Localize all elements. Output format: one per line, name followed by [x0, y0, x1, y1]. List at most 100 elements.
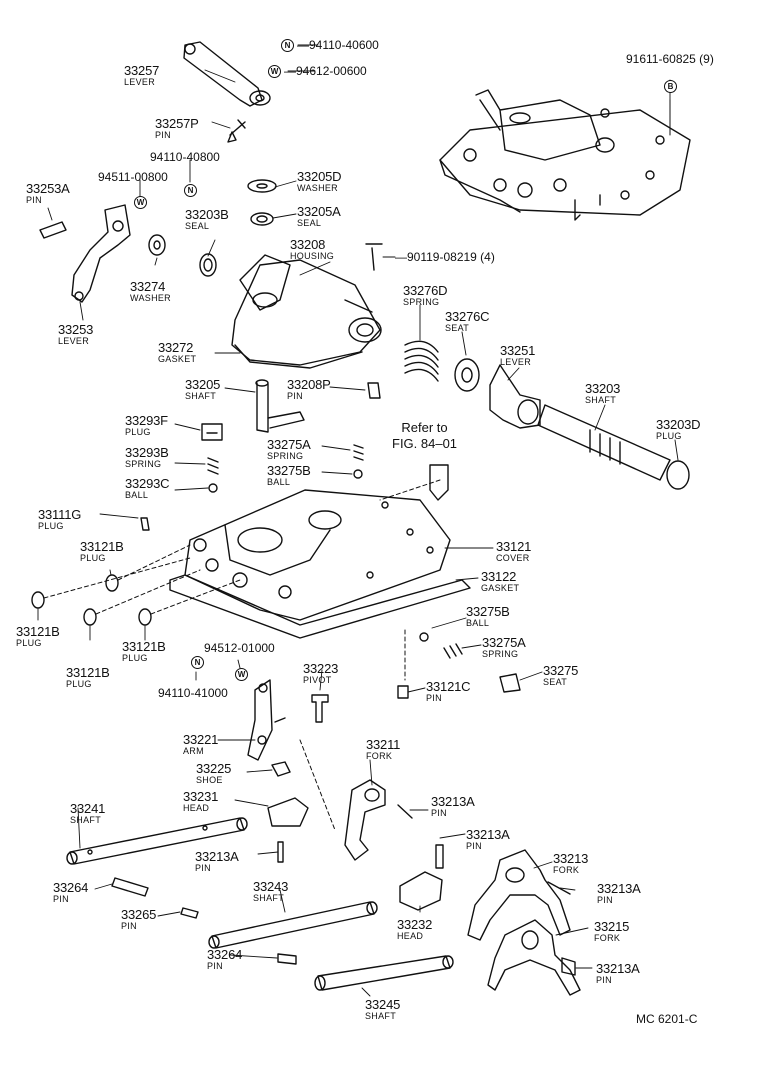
ball-33293c-shape	[208, 483, 218, 493]
n-mark-icon-2: N	[184, 184, 197, 197]
shaft-33245-shape	[314, 955, 454, 991]
seal-33203b-shape	[199, 253, 217, 277]
plug-33293f-shape	[201, 423, 223, 441]
plug-33121b-d-shape	[138, 608, 152, 626]
label-94512-01000: 94512-01000	[204, 641, 275, 655]
drawing-code: MC 6201-C	[636, 1012, 698, 1026]
ball-33275b-upper-shape	[353, 469, 363, 479]
b-mark-icon: B	[664, 80, 677, 93]
label-90119-08219: —90119-08219 (4)	[395, 250, 495, 264]
pin-33213a-left-shape	[277, 841, 284, 863]
spring-33275a-lower-shape	[443, 643, 463, 659]
label-91611-60825: 91611-60825 (9)	[626, 52, 714, 66]
plug-33121b-a-shape	[105, 574, 119, 592]
n-mark-icon-3: N	[191, 656, 204, 669]
spring-33275a-upper-shape	[353, 444, 364, 461]
shaft-33241-shape	[66, 817, 248, 865]
washer-33205d-shape	[247, 179, 277, 193]
label-94110-41000: 94110-41000	[158, 686, 228, 700]
spring-33276d-shape	[404, 340, 439, 382]
lever-33257-shape	[183, 41, 271, 143]
head-33231-shape	[267, 797, 309, 827]
pivot-33223-shape	[311, 694, 329, 723]
lever-33251-shape	[489, 364, 541, 429]
fork-33213-shape	[467, 849, 571, 941]
assembled-cover-illustration	[439, 89, 691, 221]
fork-33215-shape	[487, 919, 581, 996]
housing-33208-shape	[231, 243, 383, 369]
label-94110-40800: 94110-40800	[150, 150, 220, 164]
gasket-33122-shape	[169, 574, 471, 639]
pin-33265-shape	[180, 907, 199, 919]
w-mark-icon: W	[268, 65, 281, 78]
ball-33275b-lower-shape	[419, 632, 429, 642]
shaft-33205-shape	[255, 379, 381, 433]
pin-33264-lower-shape	[277, 953, 297, 965]
ref-part-shape	[429, 464, 449, 501]
shaft-33203-shape	[537, 404, 690, 490]
n-mark-icon: N	[281, 39, 294, 52]
label-94110-40600: —94110-40600	[297, 38, 379, 52]
shoe-33225-shape	[271, 761, 291, 777]
plug-33121b-c-shape	[83, 608, 97, 626]
plug-33121b-b-shape	[31, 591, 45, 609]
pin-33121c-shape	[397, 685, 409, 699]
w-mark-icon-3: W	[235, 668, 248, 681]
fork-33211-shape	[344, 779, 413, 861]
pin-33213a-mid-shape	[435, 844, 444, 869]
w-mark-icon-2: W	[134, 196, 147, 209]
label-94511-00800: 94511-00800	[98, 170, 168, 184]
cover-33121-shape	[140, 489, 451, 621]
spring-33293b-shape	[207, 457, 219, 475]
label-94612-00600: —94612-00600	[284, 64, 367, 78]
